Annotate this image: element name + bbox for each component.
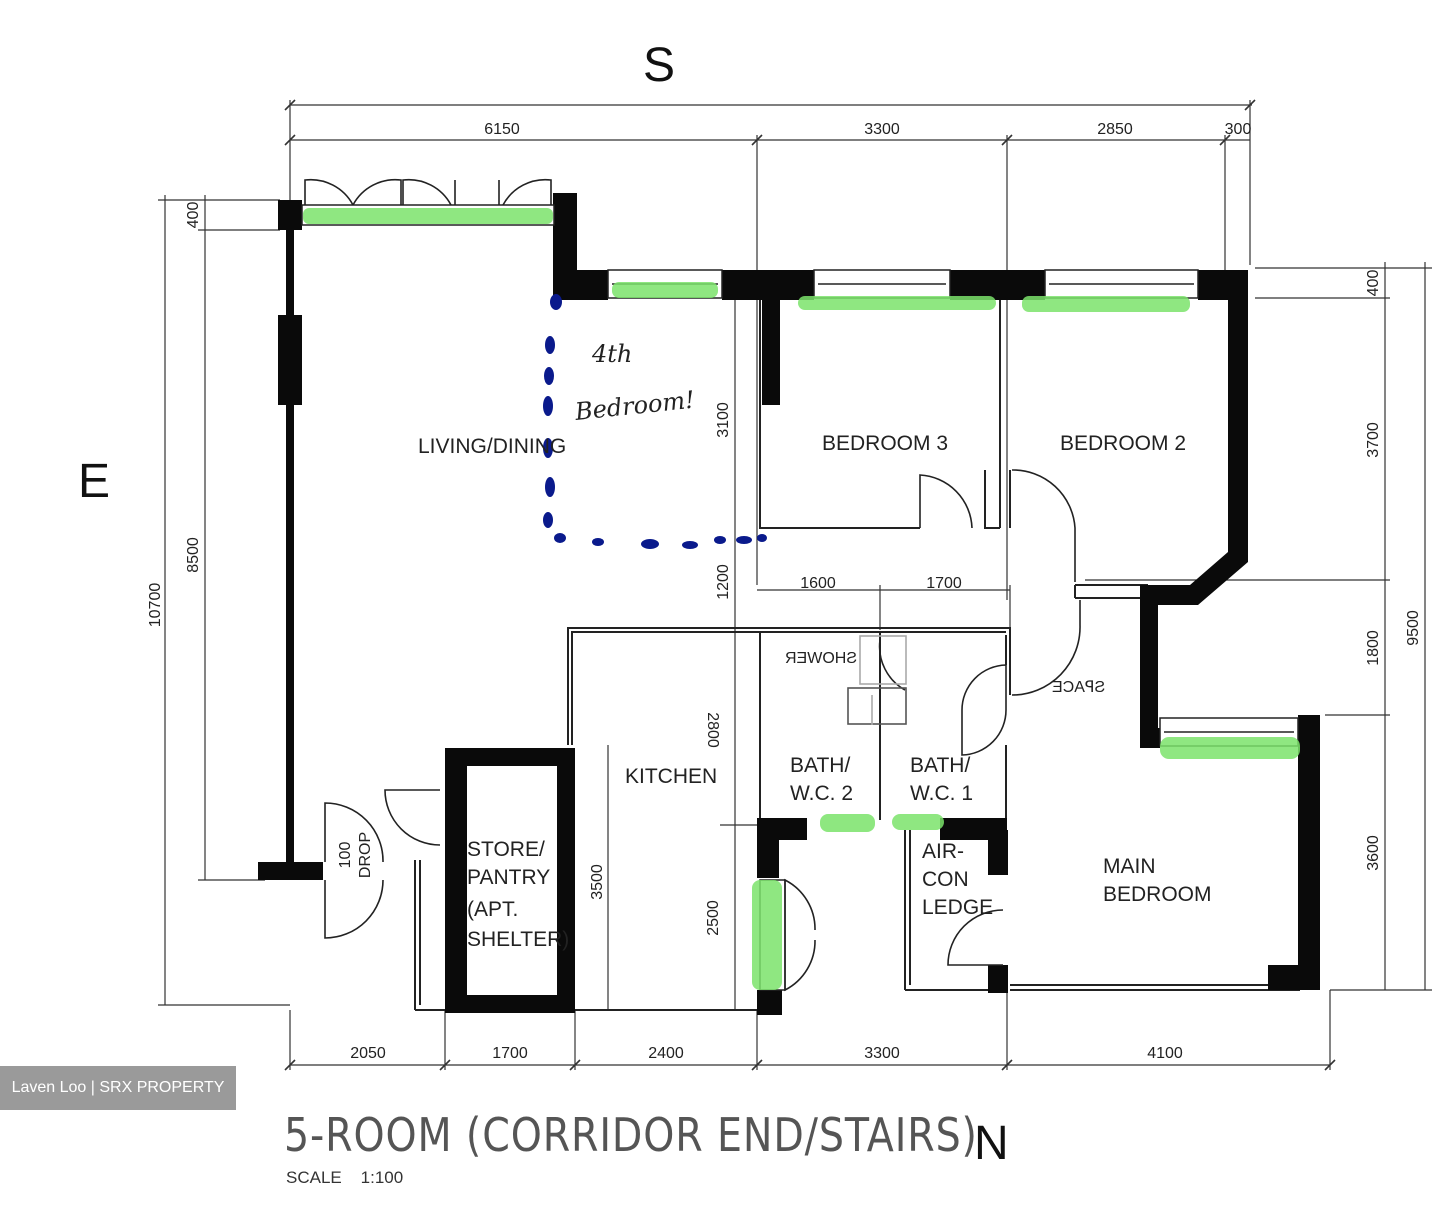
interior-walls <box>414 300 1300 1011</box>
label-store-line3: (APT. <box>467 898 518 921</box>
label-bath1-line2: W.C. 1 <box>910 782 973 805</box>
dim-right-3700: 3700 <box>1365 422 1382 458</box>
dim-left-8500: 8500 <box>185 537 202 573</box>
label-shower-mirrored: ЯƎWOHƧ <box>785 650 857 667</box>
label-store-line2: PANTRY <box>467 866 550 889</box>
label-kitchen: KITCHEN <box>625 765 717 788</box>
dim-int-2500: 2500 <box>705 900 722 936</box>
label-store-line1: STORE/ <box>467 838 545 861</box>
label-aircon-line1: AIR- <box>922 840 964 863</box>
structural-walls <box>258 193 1320 1015</box>
dim-left-400: 400 <box>185 202 202 229</box>
plan-scale: SCALE 1:100 <box>286 1168 404 1187</box>
dimension-ticks <box>284 99 1336 1071</box>
dim-int-1700: 1700 <box>926 575 962 592</box>
fourth-bedroom-annotation-outline <box>543 294 767 549</box>
dim-bottom-3300: 3300 <box>864 1045 900 1062</box>
dim-right-400: 400 <box>1365 270 1382 297</box>
annotation-line-2: Bedroom! <box>573 386 696 426</box>
label-bath1-line1: BATH/ <box>910 754 970 777</box>
doors <box>304 178 1081 992</box>
window-highlights <box>303 208 1300 990</box>
annotation-line-1: 4th <box>591 340 632 368</box>
dim-right-1800: 1800 <box>1365 630 1382 666</box>
label-bedroom-3: BEDROOM 3 <box>822 432 948 455</box>
dim-bottom-1700: 1700 <box>492 1045 528 1062</box>
dimension-labels: 6150 3300 2850 300 2050 1700 2400 3300 4… <box>147 121 1422 1062</box>
dim-top-2850: 2850 <box>1097 121 1133 138</box>
label-aircon-line3: LEDGE <box>922 896 993 919</box>
label-bath2-line1: BATH/ <box>790 754 850 777</box>
label-living-dining: LIVING/DINING <box>418 435 566 458</box>
label-drop: DROP <box>357 832 374 878</box>
label-drop-100: 100 <box>337 842 354 869</box>
dim-int-2800: 2800 <box>704 712 721 748</box>
label-main-bedroom-line1: MAIN <box>1103 855 1156 878</box>
dimension-lines <box>158 100 1432 1070</box>
dim-top-300: 300 <box>1225 121 1252 138</box>
dim-right-9500: 9500 <box>1405 610 1422 646</box>
dim-top-3300: 3300 <box>864 121 900 138</box>
label-closet-mirrored: ƎƆAꟼƧ <box>1052 679 1105 696</box>
plan-title: 5-ROOM (CORRIDOR END/STAIRS) <box>284 1108 978 1162</box>
compass-south: S <box>643 39 676 92</box>
dim-bottom-2050: 2050 <box>350 1045 386 1062</box>
dim-int-1200: 1200 <box>715 564 732 600</box>
dim-int-1600: 1600 <box>800 575 836 592</box>
dim-bottom-4100: 4100 <box>1147 1045 1183 1062</box>
watermark: Laven Loo | SRX PROPERTY <box>0 1066 236 1110</box>
dim-int-3100: 3100 <box>715 402 732 438</box>
label-bath2-line2: W.C. 2 <box>790 782 853 805</box>
compass-east: E <box>78 455 111 508</box>
label-store-line4: SHELTER) <box>467 928 569 951</box>
label-main-bedroom-line2: BEDROOM <box>1103 883 1212 906</box>
label-bedroom-2: BEDROOM 2 <box>1060 432 1186 455</box>
dim-bottom-2400: 2400 <box>648 1045 684 1062</box>
compass-north: N <box>974 1117 1009 1170</box>
label-aircon-line2: CON <box>922 868 969 891</box>
room-labels: LIVING/DINING BEDROOM 3 BEDROOM 2 KITCHE… <box>337 432 1212 951</box>
dim-left-10700: 10700 <box>147 583 164 628</box>
dim-top-6150: 6150 <box>484 121 520 138</box>
dim-right-3600: 3600 <box>1365 835 1382 871</box>
dim-int-3500: 3500 <box>589 864 606 900</box>
